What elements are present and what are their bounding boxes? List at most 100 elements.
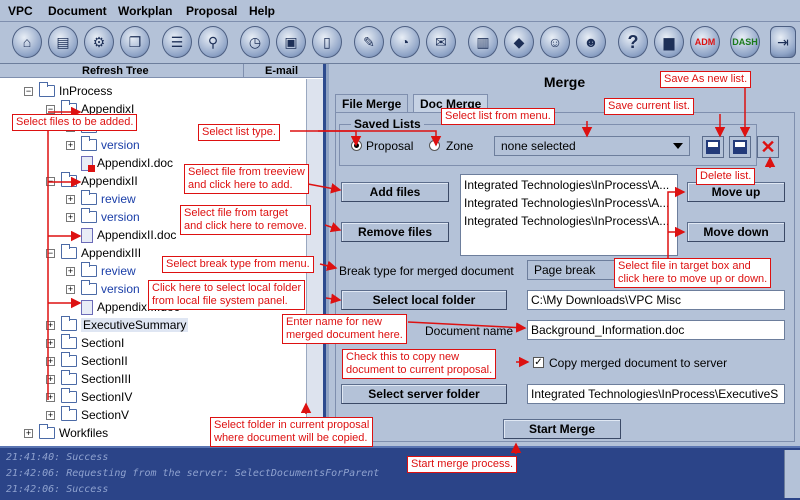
- print-icon[interactable]: ▤: [48, 26, 78, 58]
- users-icon[interactable]: ☺: [540, 26, 570, 58]
- tab-file-merge[interactable]: File Merge: [335, 94, 409, 112]
- mail-icon[interactable]: ✉: [426, 26, 456, 58]
- user-icon[interactable]: ☻: [576, 26, 606, 58]
- menu-vpc[interactable]: VPC: [8, 4, 33, 18]
- annotation-line: Select file from treeview: [188, 166, 305, 178]
- document-icon: [81, 227, 93, 243]
- expand-icon[interactable]: +: [46, 337, 55, 348]
- email-button[interactable]: E-mail: [265, 65, 299, 77]
- collapse-icon[interactable]: −: [24, 85, 33, 96]
- presentation-icon[interactable]: ▣: [276, 26, 306, 58]
- merge-icon[interactable]: ▥: [468, 26, 498, 58]
- saved-list-select[interactable]: none selected: [494, 136, 690, 156]
- expand-icon[interactable]: +: [46, 409, 55, 420]
- refresh-tree-button[interactable]: Refresh Tree: [82, 65, 149, 77]
- tree-node[interactable]: −AppendixII: [46, 172, 138, 190]
- document-name-field[interactable]: Background_Information.doc: [527, 320, 785, 340]
- tree-node[interactable]: +SectionIII: [46, 370, 131, 388]
- edit-icon[interactable]: ✎: [354, 26, 384, 58]
- tree-node[interactable]: +SectionII: [46, 352, 128, 370]
- tree-node[interactable]: −AppendixIII: [46, 244, 141, 262]
- menu-workplan[interactable]: Workplan: [118, 4, 173, 18]
- select-local-folder-button[interactable]: Select local folder: [341, 290, 507, 310]
- dash-icon[interactable]: DASH: [730, 26, 760, 58]
- menu-help[interactable]: Help: [249, 4, 276, 18]
- log-line: 21:42:06: Requesting from the server: Se…: [6, 468, 380, 479]
- tree-node[interactable]: AppendixII.doc: [81, 226, 176, 244]
- local-folder-field[interactable]: C:\My Downloads\VPC Misc: [527, 290, 785, 310]
- proposal-radio[interactable]: [351, 140, 362, 151]
- remove-files-button[interactable]: Remove files: [341, 222, 449, 242]
- start-merge-button[interactable]: Start Merge: [503, 419, 621, 439]
- target-list[interactable]: Integrated Technologies\InProcess\A... I…: [460, 174, 678, 256]
- network-icon[interactable]: ⚙: [84, 26, 114, 58]
- tree-node-label: SectionV: [81, 408, 130, 422]
- timer-icon[interactable]: ◷: [240, 26, 270, 58]
- tree-node[interactable]: +SectionIV: [46, 388, 132, 406]
- color-icon[interactable]: ◆: [504, 26, 534, 58]
- expand-icon[interactable]: +: [24, 427, 33, 438]
- tree-node[interactable]: +version: [66, 280, 140, 298]
- adm-icon[interactable]: ADM: [690, 26, 720, 58]
- folder-icon: [61, 316, 77, 331]
- tree-node[interactable]: + SectionV: [46, 406, 129, 424]
- expand-icon[interactable]: +: [46, 319, 55, 330]
- expand-icon[interactable]: +: [46, 355, 55, 366]
- expand-icon[interactable]: +: [66, 139, 75, 150]
- screen-icon[interactable]: ▆: [654, 26, 684, 58]
- annotation-line: Check this to copy new: [346, 351, 460, 363]
- proposal-radio-label: Proposal: [366, 139, 414, 153]
- help-icon[interactable]: ?: [618, 26, 648, 58]
- menu-proposal[interactable]: Proposal: [186, 4, 238, 18]
- save-as-list-button[interactable]: [729, 136, 751, 158]
- collapse-icon[interactable]: −: [46, 247, 55, 258]
- copy-to-server-checkbox[interactable]: ✓: [533, 357, 544, 368]
- expand-icon[interactable]: +: [66, 193, 75, 204]
- tree-node[interactable]: +review: [66, 262, 136, 280]
- document-name-label: Document name: [425, 324, 514, 338]
- tree-node[interactable]: +review: [66, 190, 136, 208]
- expand-icon[interactable]: +: [66, 211, 75, 222]
- tree-node[interactable]: AppendixI.doc: [81, 154, 173, 172]
- tree-node[interactable]: −InProcess: [24, 82, 112, 100]
- break-type-label: Break type for merged document: [339, 264, 514, 278]
- expand-icon[interactable]: +: [66, 283, 75, 294]
- server-folder-field[interactable]: Integrated Technologies\InProcess\Execut…: [527, 384, 785, 404]
- clock-icon[interactable]: ◔: [390, 26, 420, 58]
- tree-header: Refresh Tree E-mail: [0, 64, 323, 78]
- delete-list-button[interactable]: ✕: [757, 136, 779, 158]
- expand-icon[interactable]: +: [46, 373, 55, 384]
- folder-icon: [61, 244, 77, 259]
- move-up-button[interactable]: Move up: [687, 182, 785, 202]
- tree-node[interactable]: +SectionI: [46, 334, 124, 352]
- expand-icon[interactable]: +: [66, 265, 75, 276]
- save-list-button[interactable]: [702, 136, 724, 158]
- annotation-line: Select file from target: [184, 207, 288, 219]
- search-icon[interactable]: ⚲: [198, 26, 228, 58]
- menu-document[interactable]: Document: [48, 4, 107, 18]
- tree-node[interactable]: +version: [66, 136, 140, 154]
- open-icon[interactable]: ⌂: [12, 26, 42, 58]
- folder-icon: [61, 388, 77, 403]
- expand-icon[interactable]: +: [46, 391, 55, 402]
- exit-icon[interactable]: ⇥: [770, 26, 796, 58]
- list-item[interactable]: Integrated Technologies\InProcess\A...: [464, 214, 670, 228]
- move-down-button[interactable]: Move down: [687, 222, 785, 242]
- zone-radio[interactable]: [429, 140, 440, 151]
- tree-node[interactable]: +ExecutiveSummary: [46, 316, 189, 334]
- copy-icon[interactable]: ❐: [120, 26, 150, 58]
- list-item[interactable]: Integrated Technologies\InProcess\A...: [464, 196, 670, 210]
- document-icon[interactable]: ☰: [162, 26, 192, 58]
- collapse-icon[interactable]: −: [46, 103, 55, 114]
- notebook-icon[interactable]: ▯: [312, 26, 342, 58]
- tree-node[interactable]: +version: [66, 208, 140, 226]
- log-scrollbar[interactable]: [784, 450, 800, 498]
- add-files-button[interactable]: Add files: [341, 182, 449, 202]
- select-server-folder-button[interactable]: Select server folder: [341, 384, 507, 404]
- break-type-select[interactable]: Page break: [527, 260, 623, 280]
- tab-doc-merge[interactable]: Doc Merge: [413, 94, 489, 112]
- collapse-icon[interactable]: −: [46, 175, 55, 186]
- tree-node[interactable]: +Workfiles: [24, 424, 108, 442]
- list-item[interactable]: Integrated Technologies\InProcess\A...: [464, 178, 670, 192]
